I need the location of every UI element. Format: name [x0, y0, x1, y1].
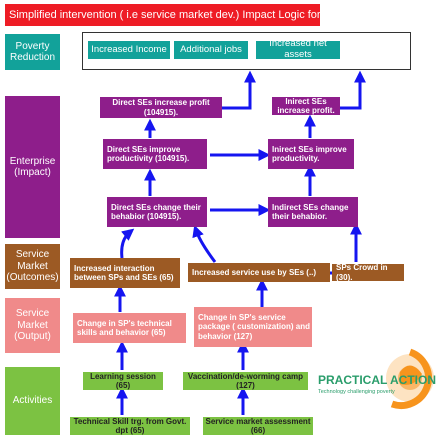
- practical-action-logo-icon: [386, 348, 434, 410]
- logo-name: PRACTICAL ACTION: [318, 373, 436, 387]
- indirect-productivity-box: Inirect SEs improve productivity.: [268, 139, 354, 169]
- technical-training-box: Technical Skill trg. from Govt. dpt (65): [70, 417, 190, 435]
- row-label-poverty: Poverty Reduction: [5, 34, 60, 70]
- arrow-indirect-profit-to-poverty: [340, 70, 366, 110]
- increased-net-assets-box: Increased net assets: [256, 38, 340, 60]
- indirect-profit-box: Inirect SEs increase profit.: [272, 97, 340, 115]
- learning-session-box: Learning session (65): [83, 372, 163, 390]
- market-assessment-box: Service market assessment (66): [203, 417, 313, 435]
- increased-income-box: Increased Income: [88, 41, 170, 59]
- row-label-output: Service Market (Output): [5, 298, 60, 353]
- arrow-service-use-to-behavior: [192, 224, 217, 263]
- row-label-enterprise: Enterprise (Impact): [5, 96, 60, 238]
- row-label-outcomes: Service Market (Outcomes): [5, 244, 60, 289]
- interaction-box: Increased interaction between SPs and SE…: [70, 258, 180, 288]
- row-label-activities: Activities: [5, 367, 60, 435]
- diagram-title: Simplified intervention ( i.e service ma…: [5, 4, 383, 26]
- service-package-box: Change in SP's service package ( customi…: [194, 307, 312, 347]
- direct-productivity-box: Direct SEs improve productivity (104915)…: [103, 139, 207, 169]
- direct-profit-box: Direct SEs increase profit (104915).: [100, 97, 222, 118]
- service-use-box: Increased service use by SEs (..): [188, 263, 330, 282]
- additional-jobs-box: Additional jobs: [174, 41, 248, 59]
- vaccination-camp-box: Vaccination/de-worming camp (127): [183, 372, 308, 390]
- arrow-profit-to-poverty: [222, 70, 256, 110]
- arrow-interaction-to-behavior: [120, 228, 135, 259]
- logo-tagline: Technology challenging poverty: [318, 389, 395, 395]
- indirect-behavior-box: Indirect SEs change their behabior.: [268, 197, 358, 227]
- crowd-in-box: SPs Crowd in (30).: [332, 263, 404, 282]
- technical-skills-box: Change in SP's technical skills and beha…: [73, 313, 186, 343]
- direct-behavior-box: Direct SEs change their behabior (104915…: [107, 197, 207, 227]
